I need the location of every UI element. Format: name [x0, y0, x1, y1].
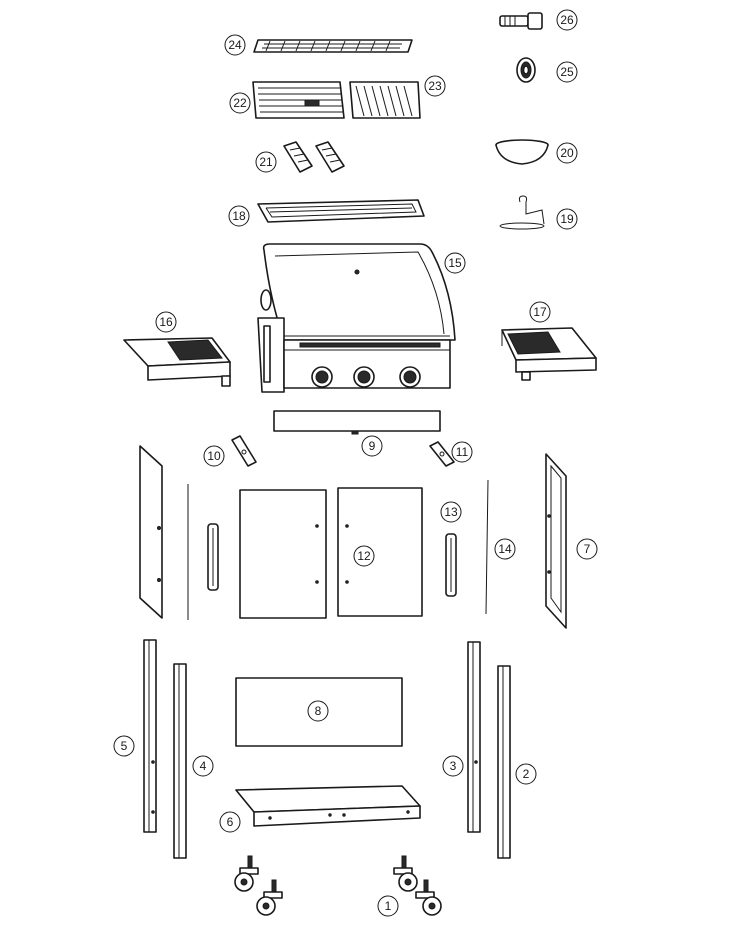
- svg-text:26: 26: [560, 13, 574, 27]
- part-cooking-grate-right: [349, 81, 421, 119]
- part-rod-right: [485, 479, 489, 615]
- callout-22: 22: [229, 92, 251, 114]
- svg-text:6: 6: [227, 815, 234, 829]
- callout-17: 17: [529, 301, 551, 323]
- part-bracket-right: [429, 441, 455, 467]
- part-side-shelf-right: [501, 327, 597, 381]
- svg-text:11: 11: [456, 445, 469, 459]
- callout-21: 21: [255, 151, 277, 173]
- svg-text:5: 5: [121, 739, 128, 753]
- callout-14: 14: [494, 538, 516, 560]
- callout-1: 1: [377, 895, 399, 917]
- svg-text:8: 8: [315, 704, 322, 718]
- svg-text:22: 22: [233, 96, 247, 110]
- svg-text:18: 18: [232, 209, 246, 223]
- callout-4: 4: [192, 755, 214, 777]
- svg-text:20: 20: [560, 146, 574, 160]
- callout-15: 15: [444, 252, 466, 274]
- callout-12: 12: [353, 545, 375, 567]
- svg-text:7: 7: [584, 542, 591, 556]
- callout-25: 25: [556, 61, 578, 83]
- part-regulator-ring: [516, 57, 536, 83]
- part-side-shelf-left: [123, 337, 231, 387]
- part-caster-right-2: [415, 879, 442, 916]
- svg-text:4: 4: [200, 759, 207, 773]
- callout-3: 3: [442, 755, 464, 777]
- callouts: 1 2 3 4 5 6 7 8 9 10 11 12 13 14 15 16 1…: [113, 9, 598, 917]
- svg-text:12: 12: [357, 549, 371, 563]
- part-door-handle-left: [207, 523, 219, 591]
- svg-text:14: 14: [498, 542, 512, 556]
- part-bottom-shelf: [235, 785, 421, 827]
- callout-9: 9: [361, 435, 383, 457]
- svg-text:16: 16: [159, 315, 173, 329]
- part-doors: [239, 487, 423, 619]
- callout-16: 16: [155, 311, 177, 333]
- callout-11: 11: [451, 441, 473, 463]
- part-side-panel-right: [545, 453, 567, 629]
- svg-text:25: 25: [560, 65, 574, 79]
- svg-text:1: 1: [385, 899, 392, 913]
- svg-text:9: 9: [369, 439, 376, 453]
- callout-7: 7: [576, 538, 598, 560]
- svg-text:3: 3: [450, 759, 457, 773]
- callout-19: 19: [556, 208, 578, 230]
- part-flame-tamers: [283, 141, 345, 173]
- part-caster-right-1: [393, 855, 418, 892]
- svg-text:13: 13: [444, 505, 458, 519]
- callout-23: 23: [424, 75, 446, 97]
- svg-text:21: 21: [259, 155, 273, 169]
- svg-text:24: 24: [228, 38, 242, 52]
- svg-text:19: 19: [560, 212, 574, 226]
- part-bracket-left: [231, 435, 257, 467]
- part-grease-tray: [257, 199, 425, 223]
- part-front-panel: [273, 410, 441, 435]
- part-grill-head: [257, 243, 456, 393]
- callout-2: 2: [515, 763, 537, 785]
- part-cooking-grate-left: [252, 81, 345, 119]
- part-leg-4: [173, 663, 187, 859]
- callout-24: 24: [224, 34, 246, 56]
- part-leg-2: [497, 665, 511, 859]
- part-hose-fitting: [499, 12, 543, 30]
- part-door-handle-right: [445, 533, 457, 597]
- callout-5: 5: [113, 735, 135, 757]
- callout-8: 8: [307, 700, 329, 722]
- svg-text:15: 15: [448, 256, 462, 270]
- part-caster-left-1: [234, 855, 259, 892]
- callout-6: 6: [219, 811, 241, 833]
- part-warming-rack: [253, 39, 413, 53]
- part-drip-cup-hanger: [499, 195, 545, 230]
- svg-text:10: 10: [207, 449, 221, 463]
- part-leg-3: [467, 641, 481, 833]
- callout-26: 26: [556, 9, 578, 31]
- callout-13: 13: [440, 501, 462, 523]
- callout-10: 10: [203, 445, 225, 467]
- svg-text:23: 23: [428, 79, 442, 93]
- part-caster-left-2: [256, 879, 283, 916]
- callout-18: 18: [228, 205, 250, 227]
- callout-20: 20: [556, 142, 578, 164]
- part-leg-5: [143, 639, 157, 833]
- svg-text:17: 17: [533, 305, 547, 319]
- part-drip-cup: [495, 139, 549, 165]
- part-side-panel-left: [139, 445, 163, 619]
- svg-text:2: 2: [523, 767, 530, 781]
